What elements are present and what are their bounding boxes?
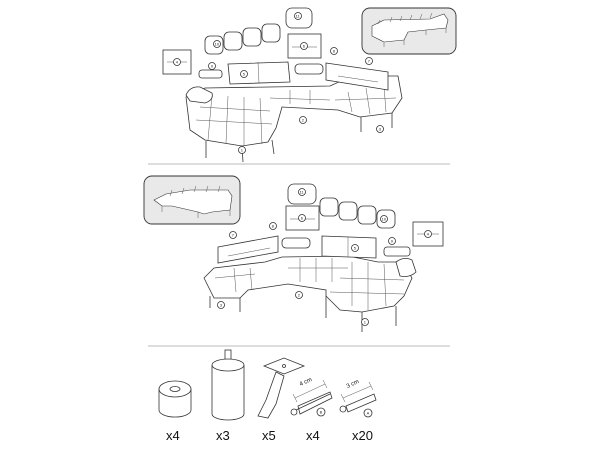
bottom-back-panel-5 (321, 235, 377, 259)
bottom-callout-4: 4 (427, 232, 430, 237)
top-bolster-8 (294, 63, 324, 75)
part-screw-b: 4 cm B x4 (290, 377, 333, 443)
top-callout-8: 8 (333, 49, 336, 54)
part-angled-leg: x5 (257, 357, 306, 443)
top-headrests-10 (204, 23, 281, 55)
bottom-callout-9: 9 (391, 239, 394, 244)
bottom-callout-7: 7 (232, 233, 235, 238)
top-preview-thumbnail (361, 7, 457, 55)
top-callout-9: 9 (211, 64, 214, 69)
part-cylinder-leg: x3 (211, 349, 245, 443)
top-callout-7: 7 (368, 59, 371, 64)
bottom-assembly: 1 2 3 4 5 6 7 8 9 10 11 (203, 183, 444, 332)
screw-b-tag-circle (316, 407, 326, 417)
screw-a-tag: A (367, 411, 370, 416)
screw-a-tag-circle (363, 408, 373, 418)
bottom-seat-cushions (214, 258, 405, 310)
bottom-headrests-10 (319, 197, 396, 229)
qty-foot-cap: x4 (166, 428, 180, 443)
screw-b-length: 4 cm (299, 377, 313, 388)
top-back-panel-5 (227, 61, 291, 85)
qty-screw-a: x20 (352, 428, 373, 443)
top-callout-11: 11 (296, 14, 301, 19)
bottom-backrest-7 (217, 235, 279, 264)
bottom-callout-10: 10 (382, 217, 387, 222)
top-bolster-9 (198, 69, 223, 79)
top-seat-cushions (195, 85, 397, 145)
top-legs (205, 113, 393, 163)
top-backrest-7 (325, 62, 389, 91)
bottom-callout-5: 5 (354, 246, 357, 251)
top-armrest-left (185, 86, 213, 104)
top-callout-5: 5 (243, 72, 246, 77)
top-callout-2: 2 (302, 118, 305, 123)
bottom-armrest-right (395, 258, 417, 277)
top-callout-4: 4 (176, 60, 179, 65)
bottom-callout-3: 3 (220, 303, 223, 308)
bottom-callout-6: 6 (301, 216, 304, 221)
bottom-callout-2: 2 (298, 293, 301, 298)
bottom-callout-1: 1 (364, 320, 367, 325)
bottom-sofa-base (203, 255, 413, 313)
top-callout-1: 1 (241, 148, 244, 153)
qty-screw-b: x4 (306, 428, 320, 443)
qty-cylinder-leg: x3 (216, 428, 230, 443)
part-screw-a: 3 cm A x20 (339, 379, 377, 443)
top-callouts: 1 2 3 4 5 6 7 8 9 10 11 (173, 12, 384, 154)
top-callout-3: 3 (379, 127, 382, 132)
bottom-bolster-9 (383, 246, 411, 257)
screw-b-tag: B (320, 410, 323, 415)
bottom-callout-8: 8 (272, 224, 275, 229)
bottom-preview-thumbnail (143, 175, 241, 225)
qty-angled-leg: x5 (262, 428, 276, 443)
top-callout-6: 6 (303, 44, 306, 49)
bottom-legs (209, 296, 397, 332)
top-assembly: 1 2 3 4 5 6 7 8 9 10 11 (162, 7, 403, 163)
part-foot-cap: x4 (158, 380, 192, 443)
bottom-bolster-8 (281, 237, 311, 249)
screw-a-length: 3 cm (346, 379, 360, 390)
bottom-callouts: 1 2 3 4 5 6 7 8 9 10 11 (217, 188, 432, 326)
bottom-callout-11: 11 (300, 190, 305, 195)
top-callout-10: 10 (215, 42, 220, 47)
parts-list: x4 x3 x5 4 cm B x4 (158, 349, 377, 443)
